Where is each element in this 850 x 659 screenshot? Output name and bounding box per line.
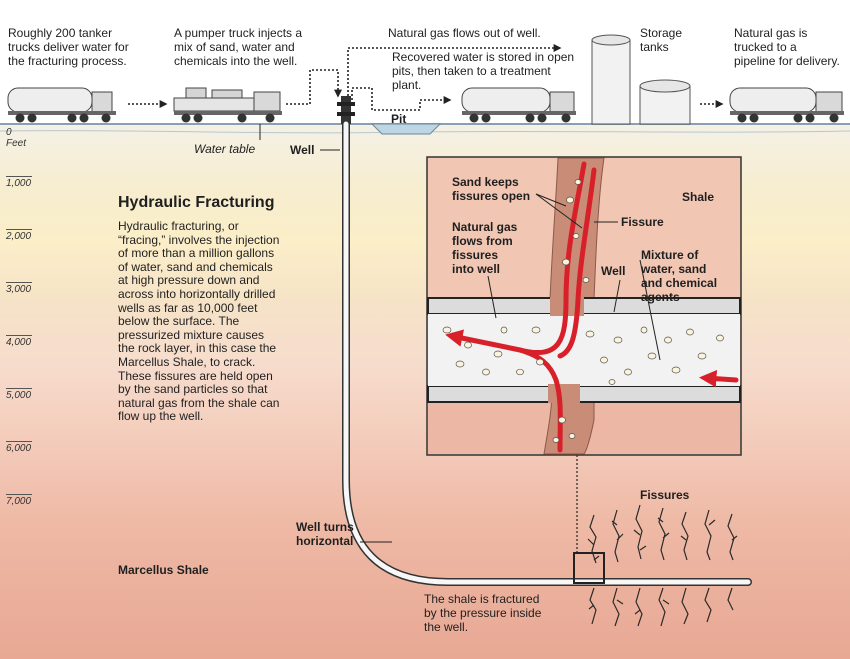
storage-tanks [591, 34, 691, 125]
caption-trucked-to-pipeline: Natural gas is trucked to a pipeline for… [734, 26, 840, 68]
inset-shale: Shale [682, 190, 715, 204]
article-body: Hydraulic fracturing, or “fracing,” invo… [118, 219, 280, 424]
depth-tick-7000: 7,000 [6, 494, 32, 507]
label-well: Well [290, 143, 315, 157]
depth-tick-1000: 1,000 [6, 176, 32, 189]
depth-tick-3000: 3,000 [6, 282, 32, 295]
label-water-table: Water table [194, 142, 256, 156]
well-bore [343, 121, 751, 585]
inset-fissure: Fissure [621, 215, 664, 229]
detail-box [573, 552, 605, 584]
depth-tick-6000: 6,000 [6, 441, 32, 454]
caption-gas-flows-out: Natural gas flows out of well. [388, 26, 541, 40]
tanker-truck-3 [729, 87, 844, 123]
main-leader-lines [259, 124, 392, 543]
fissures-cluster [587, 504, 738, 627]
depth-tick-2000: 2,000 [6, 229, 32, 242]
tanker-truck-1 [7, 87, 116, 123]
inset-gas-flows-from: Natural gas flows from fissures into wel… [452, 220, 518, 276]
depth-tick-4000: 4,000 [6, 335, 32, 348]
label-pit: Pit [391, 112, 407, 126]
caption-shale-fractured: The shale is fractured by the pressure i… [424, 592, 542, 634]
caption-pumper-truck: A pumper truck injects a mix of sand, wa… [174, 26, 303, 68]
caption-storage-tanks: Storage tanks [640, 26, 683, 54]
inset-mixture: Mixture of water, sand and chemical agen… [641, 248, 718, 304]
tanker-truck-2 [461, 87, 576, 123]
caption-recovered-water: Recovered water is stored in open pits, … [392, 50, 575, 92]
pumper-truck [173, 87, 282, 123]
caption-tanker-trucks: Roughly 200 tanker trucks deliver water … [8, 26, 129, 68]
wellhead [337, 96, 355, 124]
label-well-turns-horizontal: Well turns horizontal [296, 520, 354, 548]
label-fissures: Fissures [640, 488, 690, 502]
depth-tick-5000: 5,000 [6, 388, 32, 401]
label-marcellus-shale: Marcellus Shale [118, 563, 209, 577]
inset-sand-keeps-open: Sand keeps fissures open [452, 175, 531, 203]
depth-zero: 0 Feet [6, 127, 27, 149]
inset-panel [426, 156, 742, 456]
article-title: Hydraulic Fracturing [118, 194, 275, 211]
inset-well: Well [601, 264, 626, 278]
pit-shape [370, 123, 442, 135]
flow-arrows [128, 44, 724, 111]
